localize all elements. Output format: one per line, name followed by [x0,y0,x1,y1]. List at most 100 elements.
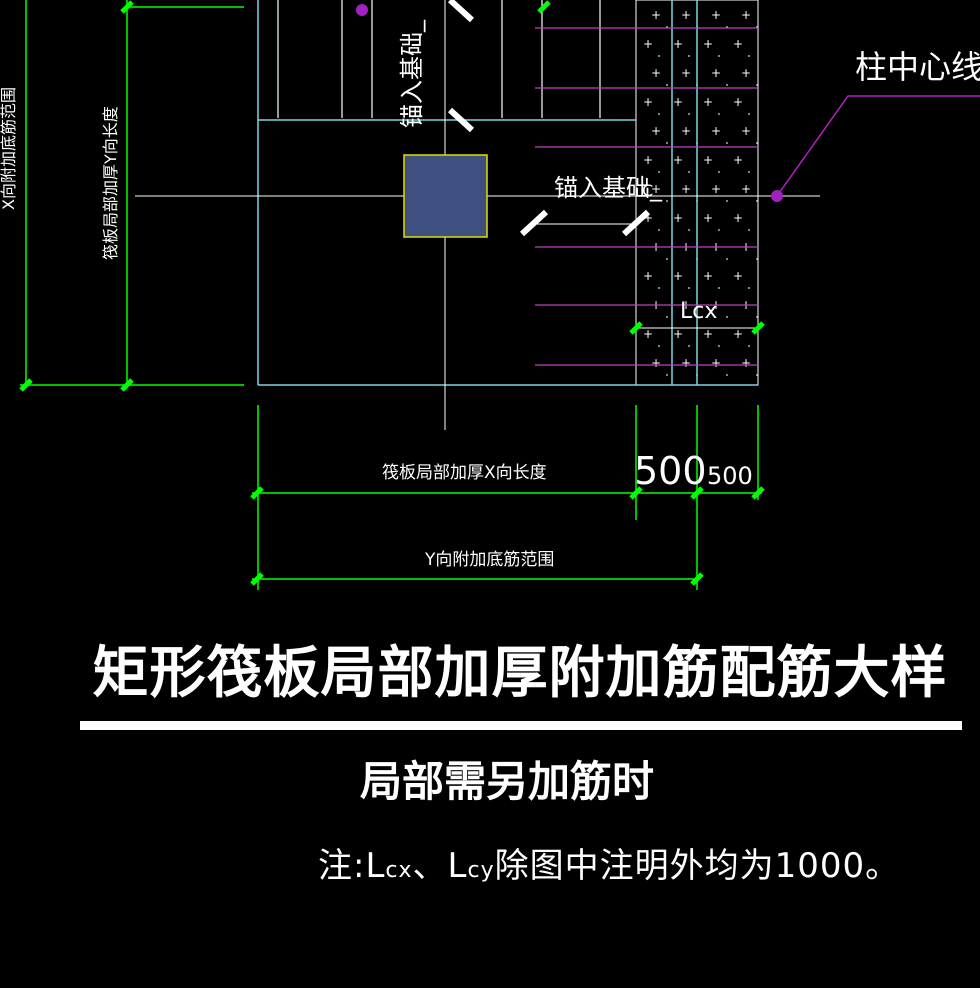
hatch-dot [658,229,660,231]
hatch-cross: + [643,95,653,109]
hatch-dot [748,55,750,57]
hatch-dot [756,142,758,144]
horizontal-rebars [535,27,758,366]
note-lcy-sub: cy [467,858,495,883]
page-title: 矩形筏板局部加厚附加筋配筋大样 [92,641,948,706]
y-thickening-length-label: 筏板局部加厚Y向长度 [101,106,120,260]
hatch-cross: + [711,124,721,138]
hatch-cross: + [703,327,713,341]
hatch-cross: + [703,269,713,283]
hatch-dot [666,200,668,202]
anchor-top-label: 锚入基础_ [398,19,426,128]
hatch-cross: + [681,356,691,370]
hatch-cross: + [673,327,683,341]
hatch-dot [756,316,758,318]
hatch-cross: + [741,124,751,138]
hatch-cross: + [673,95,683,109]
hatch-dot [726,374,728,376]
note-prefix: 注: [318,846,366,886]
hatch-cross: + [651,356,661,370]
y-rebar-range-label: Y向附加底筋范围 [424,550,554,570]
hatch-dot [718,345,720,347]
anchor-right-label: 锚入基础_ [554,174,663,202]
hatch-dot [748,345,750,347]
hatch-cross: + [643,37,653,51]
lcx-label: Lcx [680,299,717,324]
hatch-dot [756,200,758,202]
note-suffix: 除图中注明外均为1000。 [494,846,901,886]
hatch-dot [658,345,660,347]
hatch-dot [748,171,750,173]
hatch-cross: + [741,356,751,370]
anchor-annotation-right: 锚入基础_ C [519,174,663,237]
hatch-dot [756,258,758,260]
anchor-annotation-top: 锚入基础_ [398,0,475,133]
hatch-dot [718,55,720,57]
hatch-cross: + [741,182,751,196]
hatch-cross: + [673,37,683,51]
slab-outline [257,0,758,386]
hatch-cross: + [673,153,683,167]
page-subtitle: 局部需另加筋时 [360,757,655,806]
column-centerline-label: 柱中心线 [855,48,980,86]
hatch-cross: + [681,182,691,196]
hatch-cross: + [711,356,721,370]
hatch-cross: + [643,153,653,167]
hatch-cross: + [673,269,683,283]
hatch-dot [756,374,758,376]
hatch-dot [718,287,720,289]
hatch-cross: + [733,327,743,341]
hatch-cross: + [681,124,691,138]
note-lcx-main: L [365,846,386,886]
hatch-cross: + [733,153,743,167]
note-lcx-sub: cx [385,858,413,883]
hatch-dot [748,287,750,289]
top-marker [356,4,368,16]
x-thickening-length-label: 筏板局部加厚X向长度 [382,463,547,483]
hatch-dot [688,113,690,115]
hatch-dot [748,113,750,115]
dimension-ticks [19,0,765,586]
hatch-cross: + [703,153,713,167]
hatch-dot [718,229,720,231]
hatch-dot [666,84,668,86]
hatch-cross: + [733,269,743,283]
hatch-cross: + [733,95,743,109]
hatch-cross: + [681,8,691,22]
hatch-dot [726,84,728,86]
hatch-dot [756,84,758,86]
hatch-dot [718,113,720,115]
hatch-dot [666,316,668,318]
hatch-cross: + [703,211,713,225]
hatch-dot [688,345,690,347]
vertical-rebars [277,0,601,118]
x-rebar-range-label: X向附加底筋范围 [0,87,18,210]
note-sep: 、 [412,846,448,886]
hatch-cross: + [643,327,653,341]
note-lcy-main: L [447,846,468,886]
hatch-cross: + [711,66,721,80]
hatch-dot [726,258,728,260]
hatch-cross: + [643,211,653,225]
hatch-cross: + [711,8,721,22]
hatch-cross: + [651,124,661,138]
hatch-dot [748,229,750,231]
hatch-cross: + [643,269,653,283]
title-underline [80,721,962,730]
dimension-lines [20,0,762,590]
hatch-dot [688,229,690,231]
hatch-cross: + [741,8,751,22]
hatch-cross: + [711,182,721,196]
hatch-dot [688,55,690,57]
hatch-cross: + [741,66,751,80]
hatch-cross: + [651,182,661,196]
hatch-dot [688,287,690,289]
hatch-dot [726,316,728,318]
hatch-cross: + [681,66,691,80]
hatch-dot [658,113,660,115]
hatch-dot [658,287,660,289]
hatch-dot [666,142,668,144]
hatch-cross: + [733,37,743,51]
hatch-dot [666,258,668,260]
